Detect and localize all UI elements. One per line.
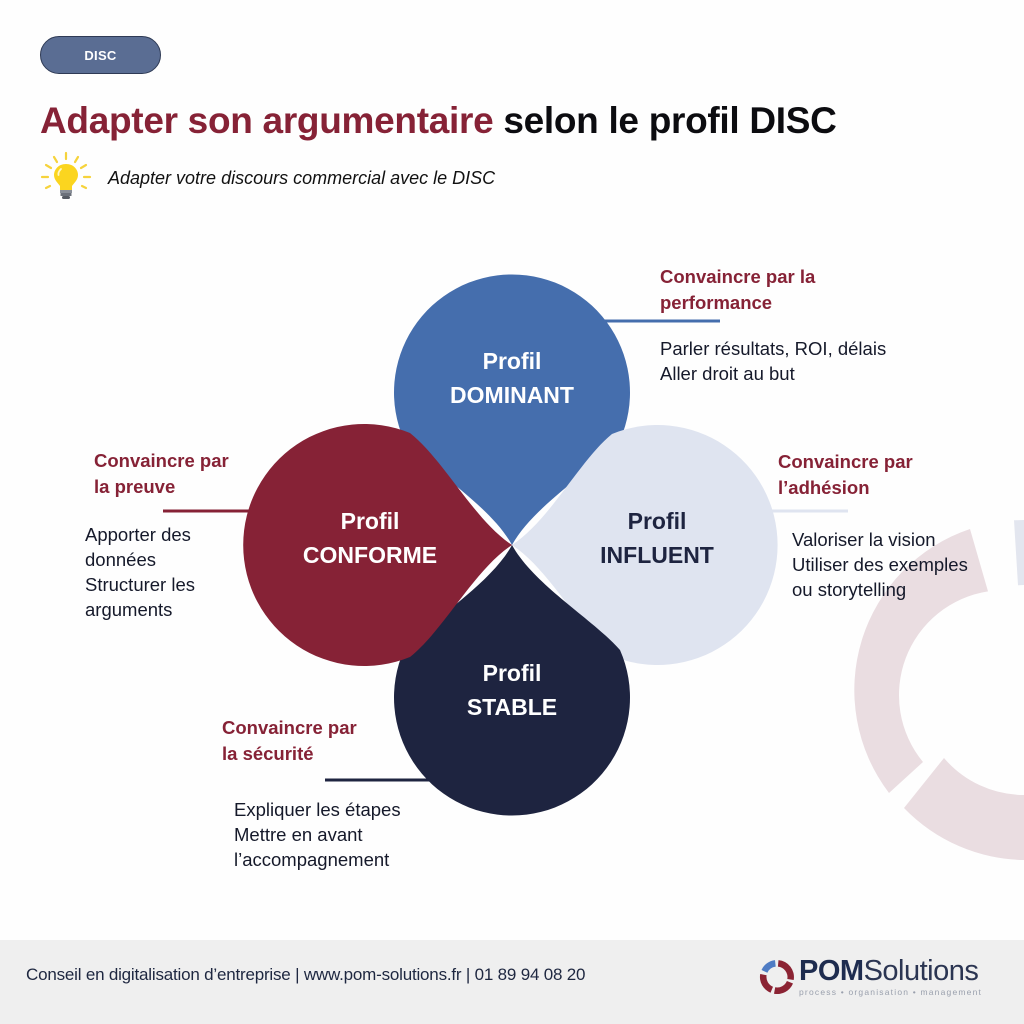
stable-petal[interactable] bbox=[393, 545, 631, 816]
conforme-callout-title: Convaincre par la preuve bbox=[94, 450, 229, 497]
conforme-label: Profil CONFORME bbox=[270, 504, 470, 572]
category-badge: DISC bbox=[40, 36, 161, 74]
conforme-petal[interactable] bbox=[243, 424, 512, 667]
conforme-label-line2: CONFORME bbox=[302, 542, 438, 568]
conforme-label-line1: Profil bbox=[340, 508, 400, 534]
page-subtitle: Adapter votre discours commercial avec l… bbox=[108, 167, 496, 188]
logo-wordmark: POMSolutions bbox=[799, 955, 979, 987]
stable-callout: Convaincre par la sécurité Expliquer les… bbox=[222, 715, 482, 872]
dominant-callout-title: Convaincre par la performance bbox=[660, 266, 816, 313]
dominant-callout: Convaincre par la performance Parler rés… bbox=[660, 264, 960, 386]
dominant-petal[interactable] bbox=[394, 274, 630, 545]
influent-callout-title: Convaincre par l’adhésion bbox=[778, 451, 913, 498]
title-rest: selon le profil DISC bbox=[493, 100, 837, 141]
logo-tagline: process • organisation • management bbox=[799, 987, 983, 997]
influent-label-line2: INFLUENT bbox=[600, 542, 714, 568]
pom-solutions-logo[interactable]: POMSolutions process • organisation • ma… bbox=[758, 956, 982, 997]
title-accent: Adapter son argumentaire bbox=[40, 100, 494, 141]
stable-label-line1: Profil bbox=[482, 660, 542, 686]
conforme-callout-body-wrap: Apporter des données Structurer les argu… bbox=[85, 522, 265, 622]
stable-label-line2: STABLE bbox=[466, 694, 558, 720]
dominant-label: Profil DOMINANT bbox=[412, 344, 612, 412]
influent-label: Profil INFLUENT bbox=[552, 504, 762, 572]
footer-bar bbox=[0, 940, 1024, 1024]
dominant-callout-body: Parler résultats, ROI, délais Aller droi… bbox=[660, 338, 887, 384]
disc-petal-diagram bbox=[163, 274, 848, 816]
lightbulb-icon bbox=[40, 151, 92, 199]
influent-label-line1: Profil bbox=[627, 508, 687, 534]
conforme-callout-body: Apporter des données Structurer les argu… bbox=[85, 524, 196, 620]
footer-contact-text: Conseil en digitalisation d’entreprise |… bbox=[26, 965, 586, 984]
influent-callout: Convaincre par l’adhésion Valoriser la v… bbox=[778, 449, 1018, 602]
conforme-callout: Convaincre par la preuve bbox=[94, 448, 274, 500]
stable-callout-body: Expliquer les étapes Mettre en avant l’a… bbox=[234, 799, 401, 870]
stable-callout-title: Convaincre par la sécurité bbox=[222, 717, 357, 764]
subtitle-row: Adapter votre discours commercial avec l… bbox=[38, 150, 495, 202]
dominant-label-line1: Profil bbox=[482, 348, 542, 374]
influent-callout-body: Valoriser la vision Utiliser des exemple… bbox=[792, 529, 968, 600]
decorative-cycle-ring bbox=[854, 520, 1024, 860]
stable-label: Profil STABLE bbox=[412, 656, 612, 724]
page-title: Adapter son argumentaire selon le profil… bbox=[40, 100, 837, 142]
influent-petal[interactable] bbox=[512, 425, 778, 665]
dominant-label-line2: DOMINANT bbox=[450, 382, 574, 408]
cycle-logo-icon bbox=[759, 960, 794, 995]
